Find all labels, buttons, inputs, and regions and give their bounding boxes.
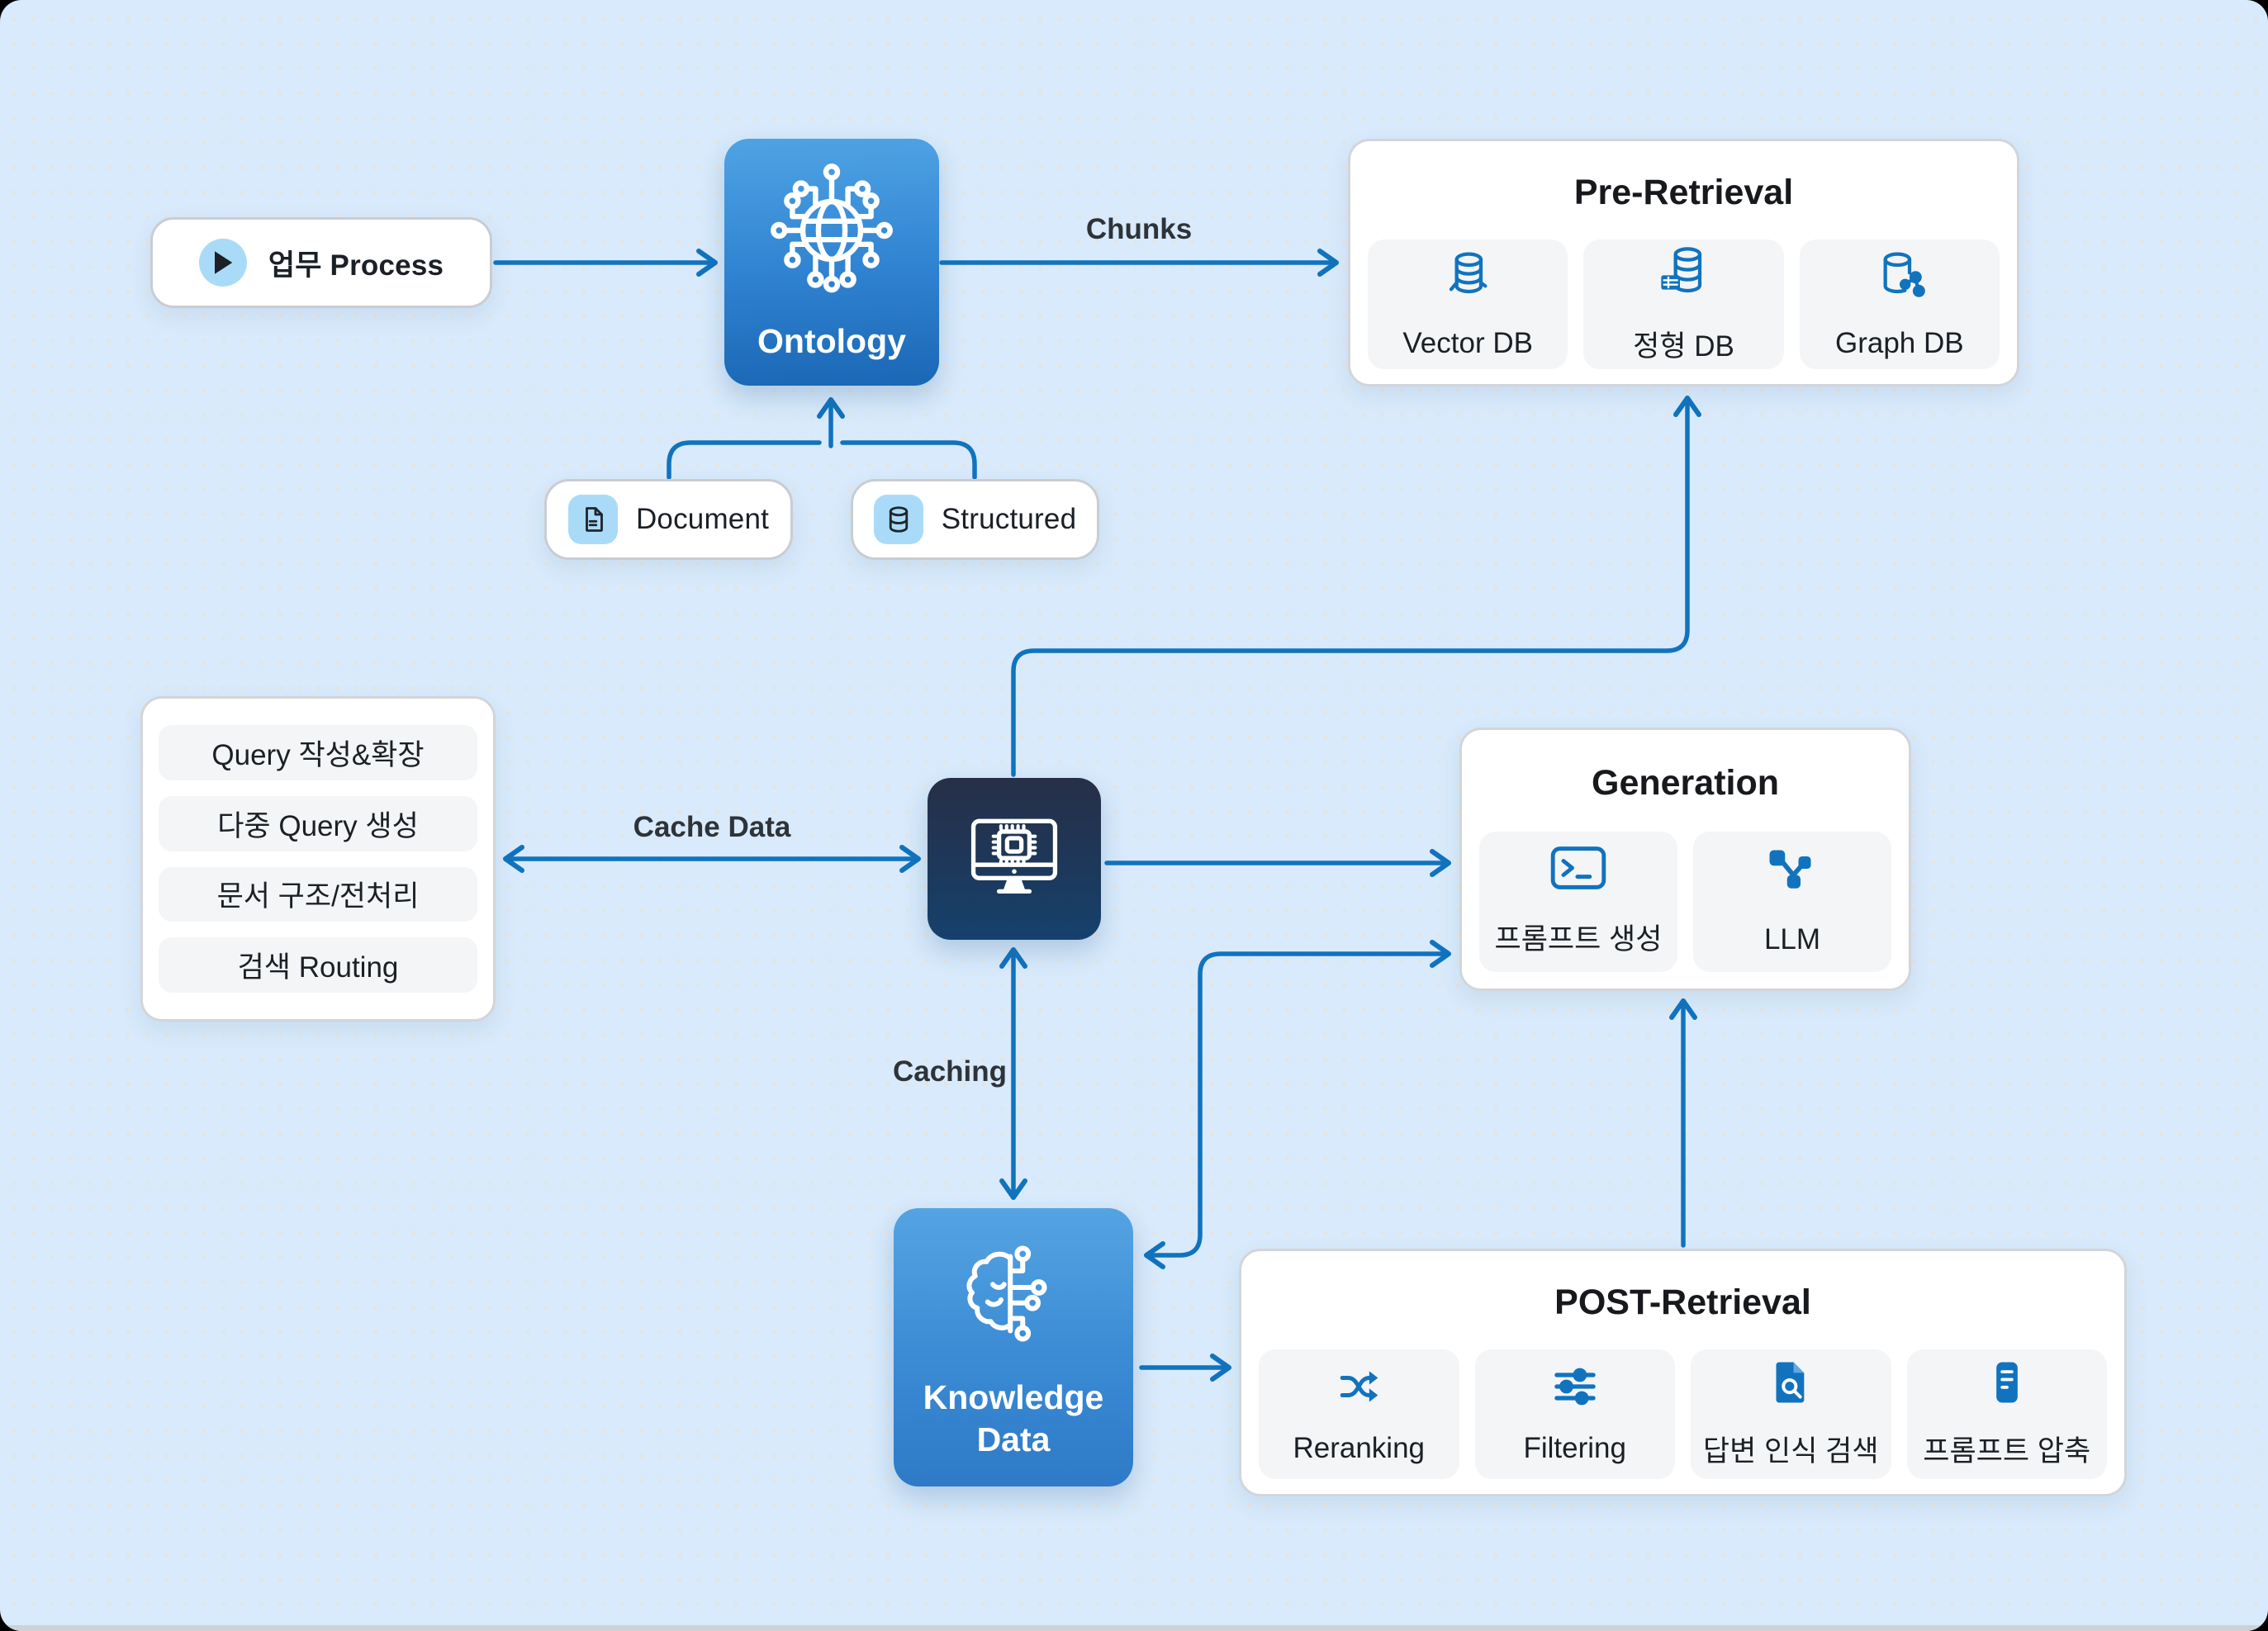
knowledge-data-label: Knowledge Data (923, 1377, 1104, 1462)
graph-db-icon (1873, 249, 1926, 306)
query-panel: Query 작성&확장 다중 Query 생성 문서 구조/전처리 검색 Rou… (140, 696, 496, 1022)
pre-retrieval-title: Pre-Retrieval (1573, 173, 1794, 212)
compress-icon (1984, 1359, 2030, 1410)
edge-document-branch (667, 440, 822, 480)
document-icon (567, 495, 618, 544)
document-label: Document (635, 503, 770, 535)
generation-title: Generation (1592, 763, 1779, 803)
answer-aware-search-label: 답변 인식 검색 (1702, 1434, 1879, 1467)
post-retrieval-title: POST-Retrieval (1554, 1283, 1811, 1322)
structured-db-icon (873, 495, 923, 544)
business-process-label: 업무 Process (268, 249, 444, 282)
edge-knowledge-generation (1144, 940, 1451, 1269)
vector-db-label: Vector DB (1402, 327, 1533, 359)
relational-db-label: 정형 DB (1633, 330, 1734, 363)
llm-label: LLM (1763, 922, 1821, 955)
chunks-edge-label: Chunks (1085, 213, 1193, 245)
structured-label: Structured (941, 503, 1077, 535)
reranking-card: Reranking (1259, 1349, 1459, 1479)
ontology-network-icon (762, 161, 901, 304)
business-process-node: 업무 Process (150, 217, 492, 308)
cache-server-node (928, 778, 1101, 940)
graph-db-card: Graph DB (1799, 239, 2000, 369)
prompt-compress-label: 프롬프트 압축 (1923, 1434, 2091, 1467)
filtering-label: Filtering (1523, 1432, 1626, 1464)
ontology-node: Ontology (724, 139, 939, 386)
bottom-edge-strip (0, 1625, 2268, 1631)
reranking-label: Reranking (1293, 1432, 1426, 1464)
post-retrieval-panel: POST-Retrieval Reranking (1239, 1249, 2127, 1496)
query-item-multi-query: 다중 Query 생성 (159, 795, 477, 851)
edge-structured-branch (840, 440, 977, 480)
structured-node: Structured (851, 479, 1099, 560)
generation-panel: Generation 프롬프트 생성 (1459, 728, 1911, 991)
ontology-label: Ontology (757, 322, 906, 361)
relational-db-card: 정형 DB (1583, 239, 1784, 369)
document-node: Document (544, 479, 793, 560)
filtering-card: Filtering (1474, 1349, 1675, 1479)
cpu-monitor-icon (957, 800, 1071, 918)
query-item-search-routing: 검색 Routing (159, 937, 477, 993)
relational-db-icon (1657, 244, 1710, 301)
document-search-icon (1767, 1359, 1814, 1410)
terminal-icon (1550, 846, 1606, 894)
brain-circuit-icon (951, 1234, 1075, 1362)
cache-data-edge-label: Cache Data (633, 811, 791, 843)
network-nodes-icon (1767, 848, 1817, 902)
llm-card: LLM (1693, 832, 1891, 972)
graph-db-label: Graph DB (1835, 327, 1964, 359)
query-item-write-expand: Query 작성&확장 (159, 725, 477, 780)
edge-cache-to-preretrieval (1011, 396, 1701, 777)
prompt-generation-label: 프롬프트 생성 (1494, 923, 1663, 955)
vector-db-icon (1441, 249, 1494, 306)
vector-db-card: Vector DB (1368, 239, 1568, 369)
knowledge-line1: Knowledge (923, 1377, 1104, 1416)
knowledge-line2: Data (976, 1420, 1051, 1458)
prompt-compress-card: 프롬프트 압축 (1906, 1349, 2107, 1479)
prompt-generation-card: 프롬프트 생성 (1479, 832, 1677, 972)
play-icon (198, 239, 247, 287)
pre-retrieval-panel: Pre-Retrieval Vector DB (1348, 139, 2019, 386)
sliders-icon (1552, 1363, 1598, 1414)
knowledge-data-node: Knowledge Data (894, 1208, 1133, 1486)
shuffle-icon (1336, 1363, 1382, 1414)
caching-edge-label: Caching (892, 1055, 1008, 1088)
answer-aware-search-card: 답변 인식 검색 (1691, 1349, 1891, 1479)
query-item-doc-structure: 문서 구조/전처리 (159, 866, 477, 922)
